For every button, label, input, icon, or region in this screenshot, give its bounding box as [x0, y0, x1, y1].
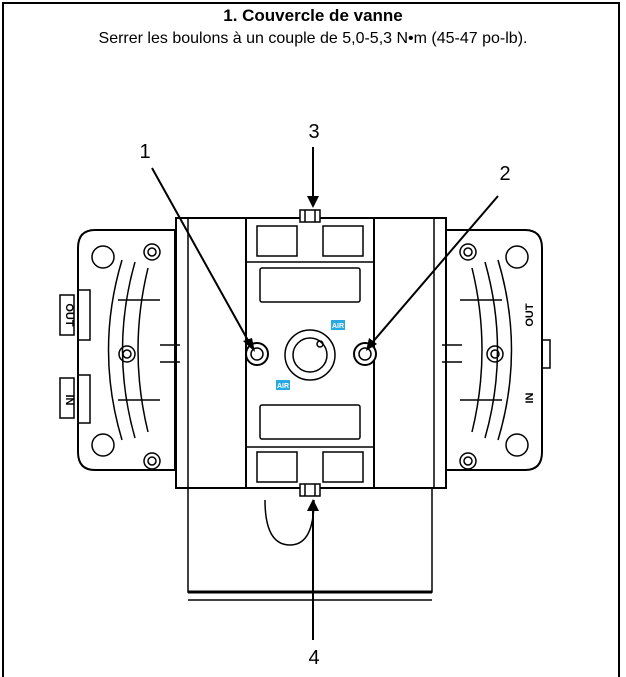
- right-in-label: IN: [524, 392, 536, 403]
- left-out-label: OUT: [63, 303, 75, 327]
- mounting-bracket: [187, 479, 433, 601]
- left-out-port: [59, 294, 75, 336]
- right-out-label: OUT: [524, 303, 536, 327]
- bottom-bolt: [299, 483, 321, 497]
- air-tag-upper: AIR: [331, 320, 345, 330]
- callout-2: 2: [499, 163, 510, 185]
- clamp-plates: [160, 217, 462, 489]
- svg-text:AIR: AIR: [277, 383, 289, 390]
- top-bolt: [299, 209, 321, 223]
- torque-instruction: Serrer les boulons à un couple de 5,0-5,…: [98, 30, 528, 47]
- left-in-label: IN: [63, 395, 75, 406]
- callout-3: 3: [308, 121, 319, 143]
- callout-4: 4: [308, 647, 319, 669]
- callout-1: 1: [139, 141, 150, 163]
- figure-title: 1. Couvercle de vanne: [223, 6, 403, 25]
- callout-leaders: [151, 147, 499, 640]
- valve-bolt-2: [353, 342, 377, 366]
- housing-bolts: [118, 243, 504, 470]
- left-in-port: [59, 377, 75, 419]
- air-tag-lower: AIR: [276, 380, 290, 390]
- svg-text:AIR: AIR: [332, 323, 344, 330]
